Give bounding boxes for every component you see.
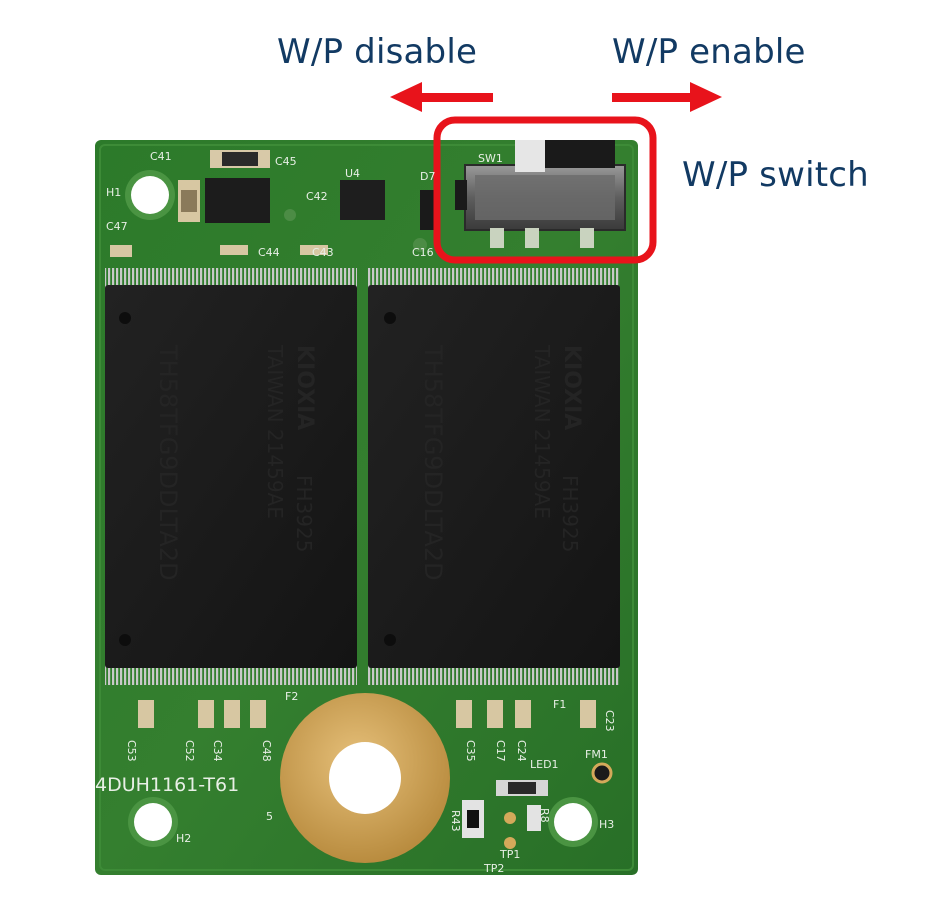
- silk-tp2: TP2: [483, 862, 504, 875]
- silk-fm1: FM1: [585, 748, 608, 761]
- silk-u4: U4: [345, 167, 360, 180]
- silk-c16: C16: [412, 246, 434, 259]
- silk-c47: C47: [106, 220, 128, 233]
- silk-c53: C53: [125, 740, 138, 762]
- silk-c35: C35: [464, 740, 477, 762]
- silk-c45: C45: [275, 155, 297, 168]
- silk-h1: H1: [106, 186, 121, 199]
- mounting-hole-h1: [125, 170, 175, 220]
- board-part-number: 4DUH1161-T61: [95, 774, 239, 796]
- silk-c44: C44: [258, 246, 280, 259]
- chip-left-line1: TAIWAN 21459AE: [263, 344, 287, 519]
- silk-c43: C43: [312, 246, 334, 259]
- arrow-right-icon: [612, 82, 722, 112]
- chip-left-line2: FH3925: [292, 475, 316, 552]
- silk-c17: C17: [494, 740, 507, 762]
- chip-right-line2: FH3925: [558, 475, 582, 552]
- silk-c48: C48: [260, 740, 273, 762]
- chip-right-line1: TAIWAN 21459AE: [530, 344, 554, 519]
- silk-d7: D7: [420, 170, 435, 183]
- silk-led1: LED1: [530, 758, 559, 771]
- wp-disable-label: W/P disable: [277, 32, 478, 72]
- silk-c23: C23: [603, 710, 616, 732]
- silk-r43: R43: [449, 810, 462, 832]
- chip-right-brand: KIOXIA: [559, 345, 584, 430]
- silk-r8: R8: [538, 808, 551, 823]
- silk-c52: C52: [183, 740, 196, 762]
- silk-c42: C42: [306, 190, 328, 203]
- chip-left-brand: KIOXIA: [292, 345, 317, 430]
- wp-switch-highlight-box: [433, 116, 657, 264]
- silk-f2: F2: [285, 690, 298, 703]
- chip-right-part: TH58TFG9DDLTA2D: [419, 344, 447, 581]
- gold-mounting-pad: [280, 693, 450, 863]
- silk-h3: H3: [599, 818, 614, 831]
- mounting-hole-h2: [128, 797, 178, 847]
- arrow-left-icon: [390, 82, 493, 112]
- bottom-components: [138, 700, 613, 849]
- nand-chip-left: KIOXIA TAIWAN 21459AE FH3925 TH58TFG9DDL…: [105, 268, 357, 685]
- wp-switch-label: W/P switch: [682, 155, 869, 195]
- chip-left-part: TH58TFG9DDLTA2D: [154, 344, 182, 581]
- silk-sw1: SW1: [478, 152, 503, 165]
- silk-c24: C24: [515, 740, 528, 762]
- silk-five: 5: [266, 810, 273, 823]
- silk-h2: H2: [176, 832, 191, 845]
- silk-c34: C34: [211, 740, 224, 762]
- silkscreen: H1 H2 H3 C41 C45 C42 C47 C44 C43 U4 D7 C…: [95, 150, 616, 875]
- wp-switch: [455, 140, 626, 248]
- silk-c41: C41: [150, 150, 172, 163]
- nand-chip-right: KIOXIA TAIWAN 21459AE FH3925 TH58TFG9DDL…: [368, 268, 620, 685]
- mounting-hole-h3: [548, 797, 598, 847]
- silk-tp1: TP1: [499, 848, 520, 861]
- top-components: [110, 150, 440, 257]
- wp-enable-label: W/P enable: [612, 32, 806, 72]
- silk-f1: F1: [553, 698, 566, 711]
